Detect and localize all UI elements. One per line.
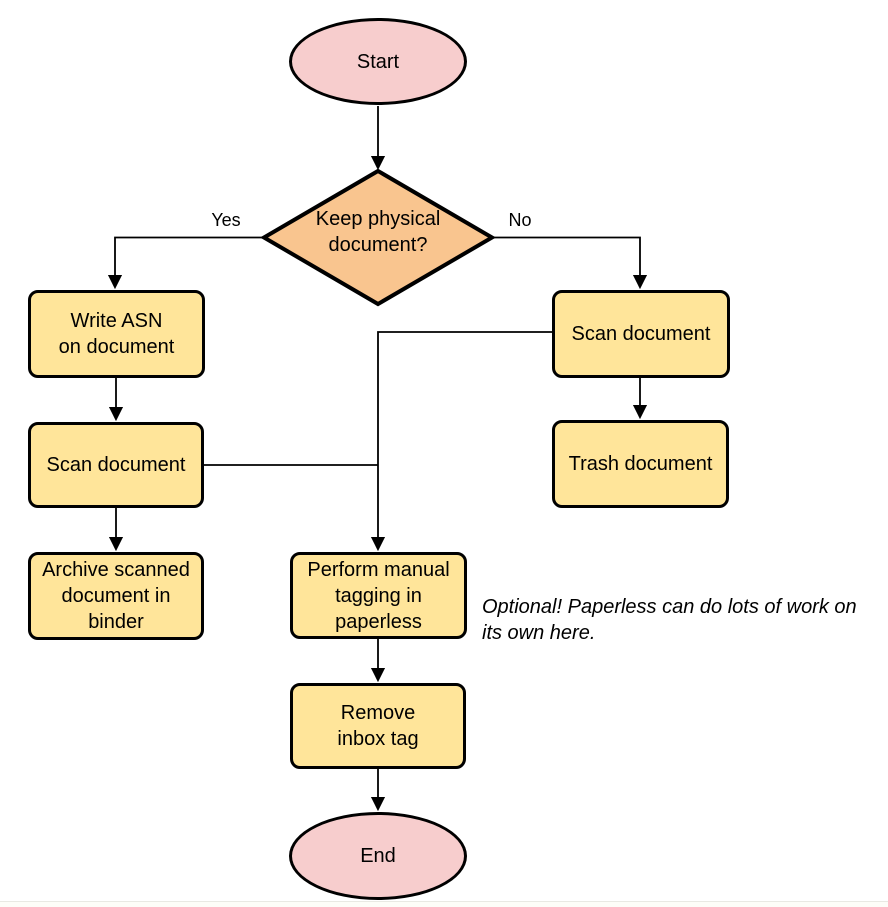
node-scan-left: Scan document xyxy=(28,422,204,508)
edge-decision-scan-right-no xyxy=(492,236,648,290)
bottom-divider-line xyxy=(0,901,888,902)
node-end: End xyxy=(289,812,467,900)
edge-scan-right-tagging xyxy=(370,331,552,552)
node-remove-inbox: Remove inbox tag xyxy=(290,683,466,769)
node-start: Start xyxy=(289,18,467,105)
node-trash: Trash document xyxy=(552,420,729,508)
node-write-asn: Write ASN on document xyxy=(28,290,205,378)
node-scan-right-label: Scan document xyxy=(571,323,711,345)
node-remove-inbox-label: Remove inbox tag xyxy=(337,702,419,750)
node-write-asn-label: Write ASN on document xyxy=(58,310,175,358)
node-tagging-label: Perform manual tagging in paperless xyxy=(307,558,450,633)
node-end-label: End xyxy=(360,845,396,867)
edge-decision-write-asn-yes xyxy=(107,236,264,290)
node-archive-label: Archive scanned document in binder xyxy=(42,559,190,633)
node-archive: Archive scanned document in binder xyxy=(28,552,204,640)
node-decision-label: Keep physical document? xyxy=(315,208,441,256)
edge-label-no: No xyxy=(508,210,532,230)
edge-label-yes: Yes xyxy=(211,210,241,230)
node-scan-left-label: Scan document xyxy=(46,454,186,476)
bottom-strip xyxy=(0,902,888,907)
node-start-label: Start xyxy=(356,50,400,73)
node-scan-right: Scan document xyxy=(552,290,730,378)
node-tagging: Perform manual tagging in paperless xyxy=(290,552,467,639)
node-trash-label: Trash document xyxy=(568,453,713,475)
annotation-note: Optional! Paperless can do lots of work … xyxy=(482,596,857,644)
